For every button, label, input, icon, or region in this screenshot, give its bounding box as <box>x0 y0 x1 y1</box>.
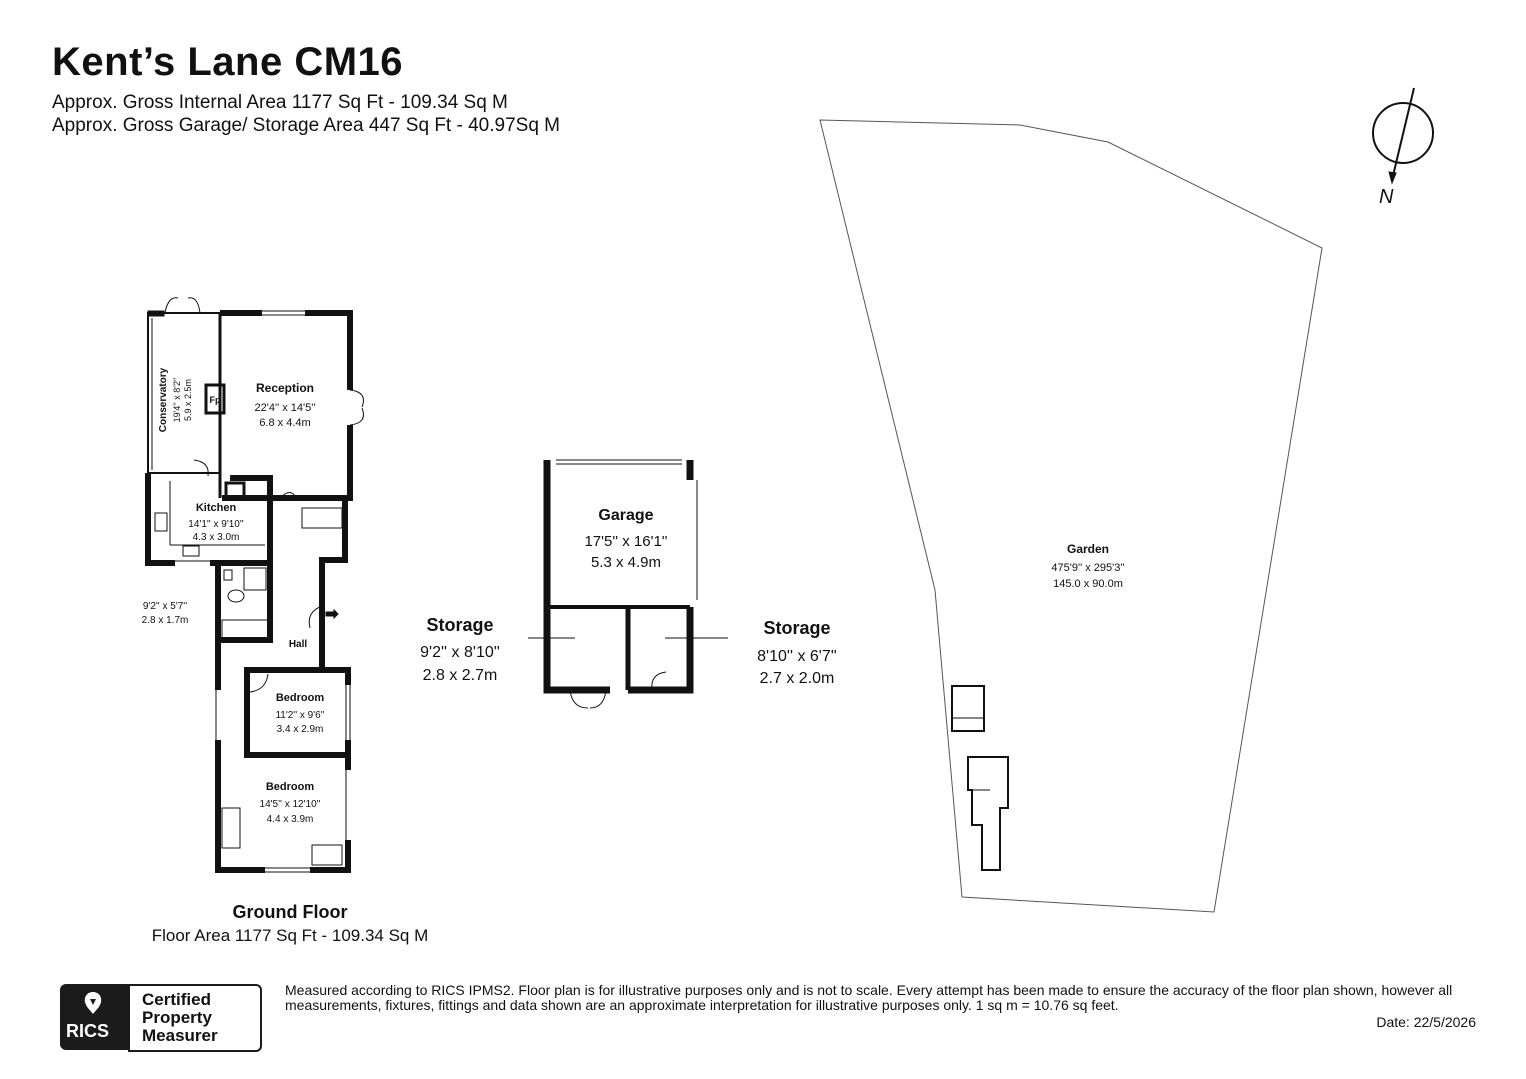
compass-needle <box>1391 87 1415 181</box>
hob-icon <box>154 512 168 532</box>
hall-walls <box>267 478 348 673</box>
hall-cupboard <box>301 507 343 529</box>
front-door-swing <box>308 605 323 629</box>
storage-left-metric: 2.8 x 2.7m <box>423 667 498 684</box>
floor-area: Floor Area 1177 Sq Ft - 109.34 Sq M <box>152 926 429 945</box>
garage-walls <box>528 459 728 709</box>
storage-right-name: Storage <box>763 618 830 638</box>
certified-measurer-badge: Certified Property Measurer <box>128 984 262 1052</box>
garden-boundary <box>819 119 1323 913</box>
conservatory-imperial-group: 19'4'' x 8'2'' <box>172 377 182 422</box>
garage-name: Garage <box>598 507 653 524</box>
bedroom1-name: Bedroom <box>276 692 325 704</box>
kitchen-imperial: 14'1'' x 9'10'' <box>188 519 243 530</box>
fireplace-label: Fp <box>210 395 221 405</box>
bedroom2-metric: 4.4 x 3.9m <box>267 814 314 825</box>
conservatory-metric-group: 5.9 x 2.5m <box>183 379 193 421</box>
floor-name: Ground Floor <box>233 902 348 922</box>
kitchen-name: Kitchen <box>196 502 237 514</box>
entrance-arrow-icon <box>325 608 339 620</box>
storage-right-imperial: 8'10'' x 6'7'' <box>757 648 837 665</box>
reception-french-doors <box>349 389 364 426</box>
garage-metric: 5.3 x 4.9m <box>591 554 661 571</box>
conservatory-doors <box>164 297 201 314</box>
bathroom-imperial: 9'2'' x 5'7'' <box>143 601 187 612</box>
bedroom2-wardrobe <box>221 807 241 849</box>
badge-line-2: Property <box>142 1008 212 1027</box>
garage-outer-walls <box>543 460 694 694</box>
compass-label: N <box>1379 186 1394 208</box>
kitchen-door-swing <box>193 459 209 477</box>
garage-area-text: Approx. Gross Garage/ Storage Area 447 S… <box>52 115 560 136</box>
conservatory-name: Conservatory <box>158 367 169 432</box>
storage-left-imperial: 9'2'' x 8'10'' <box>420 644 500 661</box>
badge-line-3: Measurer <box>142 1026 218 1045</box>
garden-plot <box>819 119 1323 913</box>
compass-circle <box>1372 102 1434 164</box>
toilet-icon <box>227 589 245 603</box>
disclaimer-text: Measured according to RICS IPMS2. Floor … <box>285 982 1453 1013</box>
conservatory-label-group: Conservatory <box>158 367 169 432</box>
garden-name: Garden <box>1067 542 1109 556</box>
bedroom1-metric: 3.4 x 2.9m <box>277 724 324 735</box>
kitchen-walls <box>145 473 273 566</box>
bedroom1-door-swing <box>249 673 269 693</box>
kitchen-metric: 4.3 x 3.0m <box>193 532 240 543</box>
fireplace-box <box>204 383 226 415</box>
conservatory-corner <box>147 310 165 317</box>
sink-icon <box>182 545 200 557</box>
bath-icon <box>221 619 269 639</box>
garden-imperial: 475'9'' x 295'3'' <box>1051 562 1124 574</box>
plan-title: Kent’s Lane CM16 <box>52 40 404 84</box>
hall-name: Hall <box>289 639 308 650</box>
bedroom2-imperial: 14'5'' x 12'10'' <box>260 799 321 810</box>
conservatory-imperial: 19'4'' x 8'2'' <box>172 377 182 422</box>
compass-arrow-icon <box>1388 171 1397 185</box>
internal-area-text: Approx. Gross Internal Area 1177 Sq Ft -… <box>52 92 508 113</box>
garden-garage-outline <box>951 685 985 732</box>
storage-left-doors <box>569 689 607 709</box>
badge-line-1: Certified <box>142 990 211 1009</box>
reception-name: Reception <box>256 381 314 395</box>
garage-imperial: 17'5'' x 16'1'' <box>584 533 667 550</box>
bedroom2-cupboard <box>311 844 343 866</box>
basin-icon <box>223 569 233 581</box>
bedroom1-imperial: 11'2'' x 9'6'' <box>275 710 324 721</box>
bathroom-metric: 2.8 x 1.7m <box>142 615 189 626</box>
house-walls <box>145 297 364 873</box>
storage-right-door <box>651 671 667 691</box>
rics-lion-icon <box>84 992 102 1014</box>
bedroom2-name: Bedroom <box>266 781 315 793</box>
conservatory-metric: 5.9 x 2.5m <box>183 379 193 421</box>
north-compass <box>1372 87 1434 185</box>
rics-logo-text: RICS <box>66 1021 110 1041</box>
bathroom-walls <box>215 563 273 670</box>
storage-left-name: Storage <box>426 615 493 635</box>
reception-imperial: 22'4'' x 14'5'' <box>255 402 316 414</box>
hall-door-swing <box>279 492 298 501</box>
shower-icon <box>243 567 267 591</box>
garden-metric: 145.0 x 90.0m <box>1053 578 1123 590</box>
storage-right-metric: 2.7 x 2.0m <box>760 670 835 687</box>
plan-date: Date: 22/5/2026 <box>1376 1014 1476 1030</box>
rics-logo: RICS <box>60 984 128 1050</box>
reception-metric: 6.8 x 4.4m <box>259 417 310 429</box>
kitchen-cupboard <box>224 481 246 499</box>
garden-house-outline <box>967 756 1009 871</box>
